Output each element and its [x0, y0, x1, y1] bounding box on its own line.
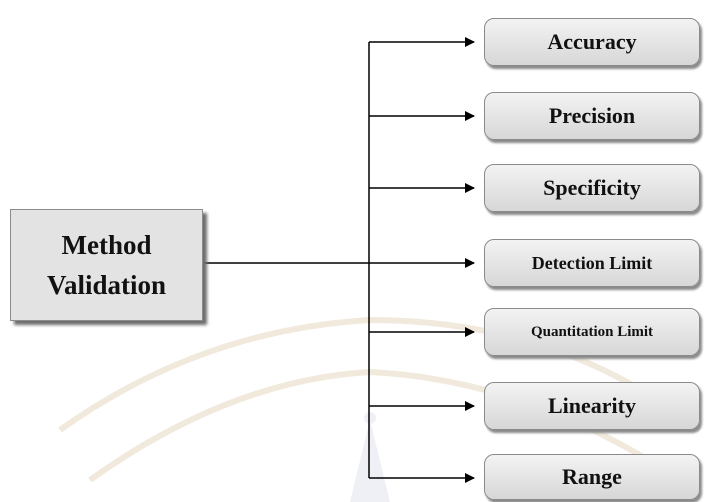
linearity-box: Linearity: [484, 382, 700, 430]
range-label: Range: [562, 464, 622, 489]
root-label-line1: Method: [61, 230, 152, 260]
range-box: Range: [484, 454, 700, 500]
quantitation-limit-box: Quantitation Limit: [484, 308, 700, 356]
specificity-label: Specificity: [543, 175, 641, 200]
specificity-box: Specificity: [484, 164, 700, 212]
quantitation-limit-label: Quantitation Limit: [530, 323, 654, 340]
accuracy-box: Accuracy: [484, 18, 700, 66]
linearity-label: Linearity: [548, 393, 636, 418]
method-validation-box: Method Validation: [10, 209, 203, 321]
detection-limit-box: Detection Limit: [484, 239, 700, 287]
precision-label: Precision: [548, 103, 636, 128]
root-label-line2: Validation: [46, 270, 167, 300]
detection-limit-label: Detection Limit: [531, 252, 653, 273]
accuracy-label: Accuracy: [547, 29, 637, 54]
precision-box: Precision: [484, 92, 700, 140]
